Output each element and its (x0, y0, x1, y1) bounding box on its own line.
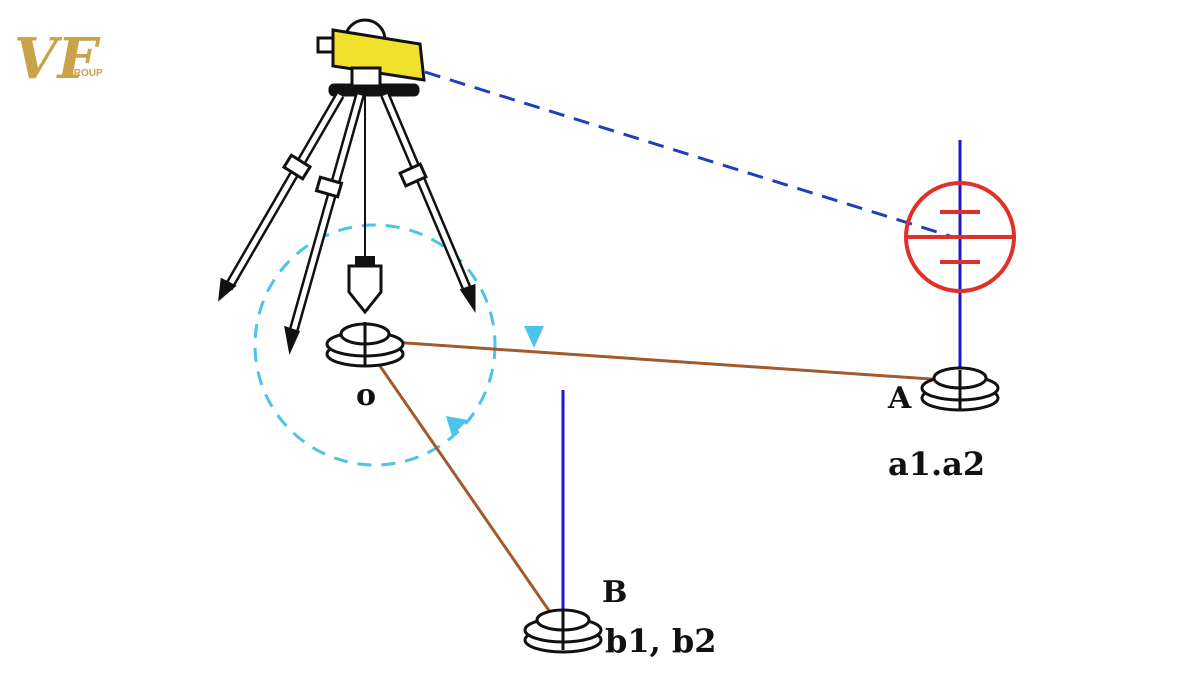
label-point-b-readings: b1, b2 (605, 622, 717, 660)
baseline-o-to-b (360, 339, 563, 629)
label-station-o: o (356, 378, 376, 413)
label-point-b: B (602, 575, 627, 610)
logo-subtext: GROUP (66, 68, 103, 79)
ground-marker-b (523, 608, 603, 654)
arc-arrow-icon (524, 326, 544, 348)
rotation-arc (253, 223, 544, 467)
logo-mark: VF (14, 26, 101, 92)
baseline-o-to-a (361, 338, 961, 383)
sight-line (424, 70, 951, 238)
ground-marker-a (920, 366, 1000, 412)
label-point-a: A (887, 381, 912, 416)
ground-marker-o (325, 322, 405, 368)
company-logo: VF GROUP (14, 26, 103, 92)
tripod-icon (218, 83, 476, 356)
target-crosshair-icon (904, 181, 1016, 293)
theodolite-icon (316, 18, 426, 88)
arc-arrow-icon (446, 416, 468, 436)
label-point-a-readings: a1.a2 (888, 445, 985, 483)
plumb-bob-icon (347, 256, 383, 315)
